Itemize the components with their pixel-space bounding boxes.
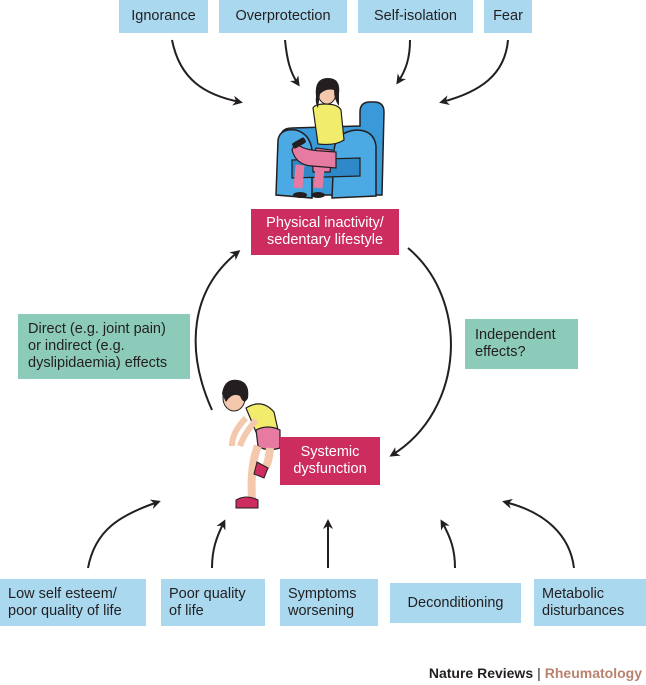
arrow-cycle-down [389, 247, 452, 457]
factor-deconditioning: Deconditioning [390, 583, 521, 623]
journal-section: Rheumatology [544, 665, 642, 681]
cause-overprotection-label: Overprotection [235, 8, 331, 24]
arrow-deconditioning [440, 519, 456, 569]
journal-credit: Nature Reviews|Rheumatology [429, 665, 642, 681]
arrow-low-self-esteem [87, 499, 161, 569]
cause-self-isolation: Self-isolation [358, 0, 473, 33]
inactivity-label: Physical inactivity/ sedentary lifestyle [266, 215, 384, 248]
crouching-woman-figure [222, 379, 281, 509]
factor-metabolic-label: Metabolic disturbances [542, 585, 625, 619]
inactivity-box: Physical inactivity/ sedentary lifestyle [251, 209, 399, 255]
factor-low-self-esteem-label: Low self esteem/ poor quality of life [8, 585, 122, 619]
factor-poor-quality: Poor quality of life [161, 579, 265, 626]
cause-self-isolation-label: Self-isolation [373, 8, 457, 24]
direct-effects-box: Direct (e.g. joint pain) or indirect (e.… [18, 314, 190, 379]
credit-separator: | [537, 665, 541, 681]
dysfunction-box: Systemic dysfunction [280, 437, 380, 485]
factor-symptoms-worsening-label: Symptoms worsening [288, 585, 357, 619]
arrow-fear [439, 39, 509, 106]
cause-fear: Fear [484, 0, 532, 33]
arrow-overprotection [284, 39, 300, 87]
dysfunction-label: Systemic dysfunction [293, 444, 367, 477]
factor-poor-quality-label: Poor quality of life [169, 585, 246, 619]
arrow-cycle-up [194, 250, 241, 411]
cause-overprotection: Overprotection [219, 0, 347, 33]
woman-in-armchair-figure [275, 78, 385, 199]
cause-ignorance-label: Ignorance [131, 8, 196, 24]
independent-effects-label: Independent effects? [475, 327, 556, 360]
factor-metabolic-disturbances: Metabolic disturbances [534, 579, 646, 626]
cause-fear-label: Fear [493, 8, 523, 24]
factor-symptoms-worsening: Symptoms worsening [280, 579, 378, 626]
factor-low-self-esteem: Low self esteem/ poor quality of life [0, 579, 146, 626]
arrow-metabolic [502, 498, 575, 569]
factor-deconditioning-label: Deconditioning [407, 594, 504, 611]
arrow-ignorance [171, 39, 243, 106]
arrow-self-isolation [396, 39, 411, 85]
cause-ignorance: Ignorance [119, 0, 208, 33]
direct-effects-label: Direct (e.g. joint pain) or indirect (e.… [28, 321, 168, 371]
journal-name: Nature Reviews [428, 665, 534, 681]
independent-effects-box: Independent effects? [465, 319, 578, 369]
arrow-poor-quality [211, 519, 226, 569]
